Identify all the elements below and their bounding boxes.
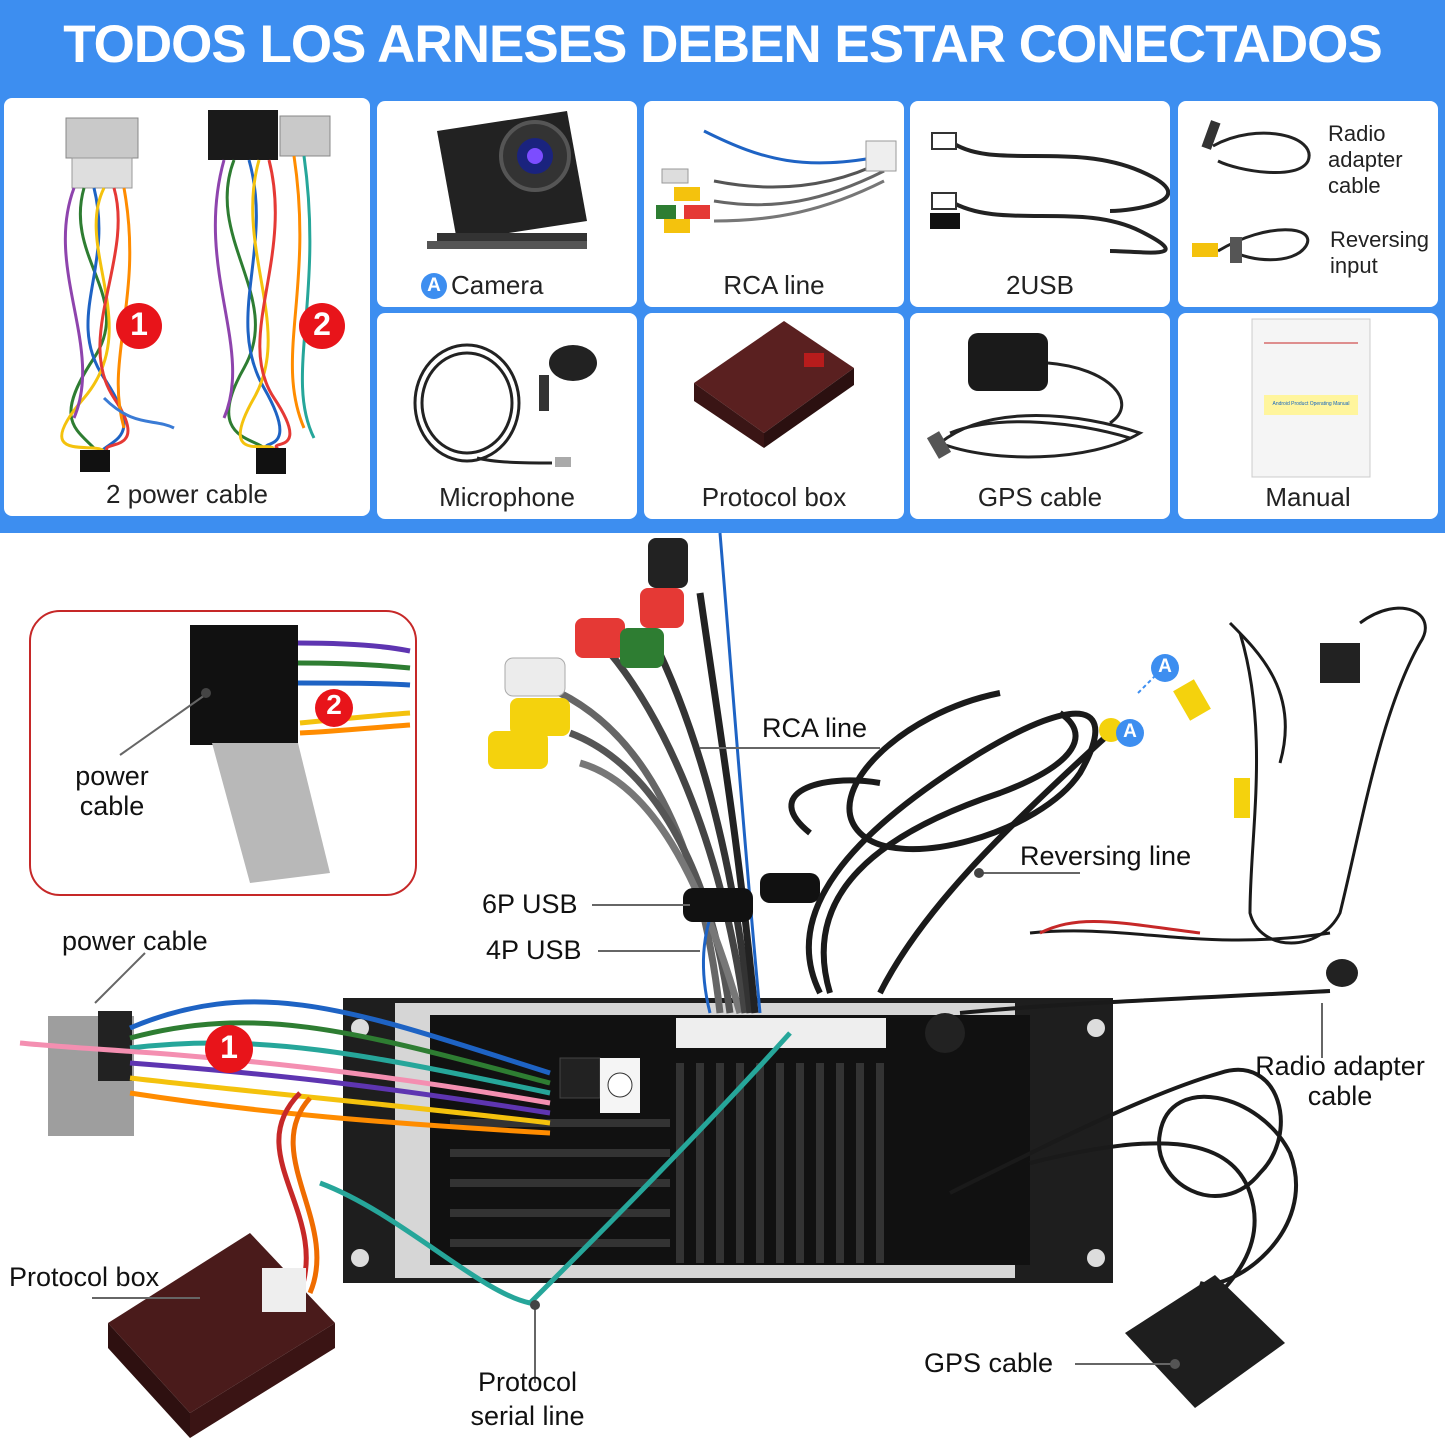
banner-title: TODOS LOS ARNESES DEBEN ESTAR CONECTADOS xyxy=(63,15,1383,74)
power-harness-icon xyxy=(60,110,345,474)
badge-1: 1 xyxy=(130,306,148,342)
label-reversing-input: Reversing input xyxy=(1330,227,1430,278)
rca-cable-icon xyxy=(656,129,897,233)
card-adapters: Radio adapter cable Reversing input xyxy=(1178,101,1438,307)
card-power-cable: 1 2 2 power cable xyxy=(4,98,370,516)
accessory-panel: TODOS LOS ARNESES DEBEN ESTAR CONECTADOS xyxy=(0,0,1445,533)
card-rca-line: RCA line xyxy=(644,101,904,307)
caption-microphone: Microphone xyxy=(439,482,575,512)
badge-a-line: A xyxy=(1123,721,1137,742)
label-rca-line: RCA line xyxy=(762,713,868,743)
label-gps-cable: GPS cable xyxy=(924,1348,1054,1378)
caption-protocol-box: Protocol box xyxy=(701,482,847,512)
inset-badge-2: 2 xyxy=(326,689,342,720)
label-6p-usb: 6P USB xyxy=(482,889,578,919)
usb-cable-icon xyxy=(930,132,1170,255)
label-4p-usb: 4P USB xyxy=(486,935,582,965)
caption-2usb: 2USB xyxy=(1006,270,1074,300)
caption-manual: Manual xyxy=(1265,482,1351,512)
caption-gps-cable: GPS cable xyxy=(977,482,1103,512)
badge-2: 2 xyxy=(313,306,331,342)
label-radio-adapter: Radio adapter cable xyxy=(1328,121,1403,198)
diagram-badge-1: 1 xyxy=(220,1029,238,1065)
label-protocol-serial-line: Protocol serial line xyxy=(470,1367,585,1431)
caption-rca-line: RCA line xyxy=(723,270,825,300)
card-protocol-box: Protocol box xyxy=(644,313,904,519)
manual-cover-text: Android Product Operating Manual xyxy=(1272,401,1350,407)
caption-camera: Camera xyxy=(451,270,544,300)
wiring-diagram: power cable 2 power cable 1 RCA line 6P … xyxy=(0,533,1445,1445)
microphone-icon xyxy=(413,343,597,467)
gps-antenna-icon xyxy=(926,333,1144,459)
caption-power-cable: 2 power cable xyxy=(106,479,268,509)
card-gps-cable: GPS cable xyxy=(910,313,1170,519)
camera-icon xyxy=(427,111,587,249)
label-protocol-box: Protocol box xyxy=(9,1262,160,1292)
label-inset-power-cable: power cable xyxy=(75,761,149,821)
label-power-cable: power cable xyxy=(62,926,208,956)
card-manual: Android Product Operating Manual Manual xyxy=(1178,313,1438,519)
card-microphone: Microphone xyxy=(377,313,637,519)
adapter-cable-icon xyxy=(1192,120,1311,263)
card-camera: A Camera xyxy=(377,101,637,307)
camera-badge: A xyxy=(421,273,447,299)
card-2usb: 2USB xyxy=(910,101,1170,307)
wiring-drawing xyxy=(19,533,1427,1438)
badge-a-camera: A xyxy=(1158,656,1172,677)
label-reversing-line: Reversing line xyxy=(1020,841,1192,871)
label-radio-adapter-cable: Radio adapter cable xyxy=(1255,1051,1425,1111)
protocol-box-icon xyxy=(694,321,854,448)
manual-icon xyxy=(1251,318,1371,478)
